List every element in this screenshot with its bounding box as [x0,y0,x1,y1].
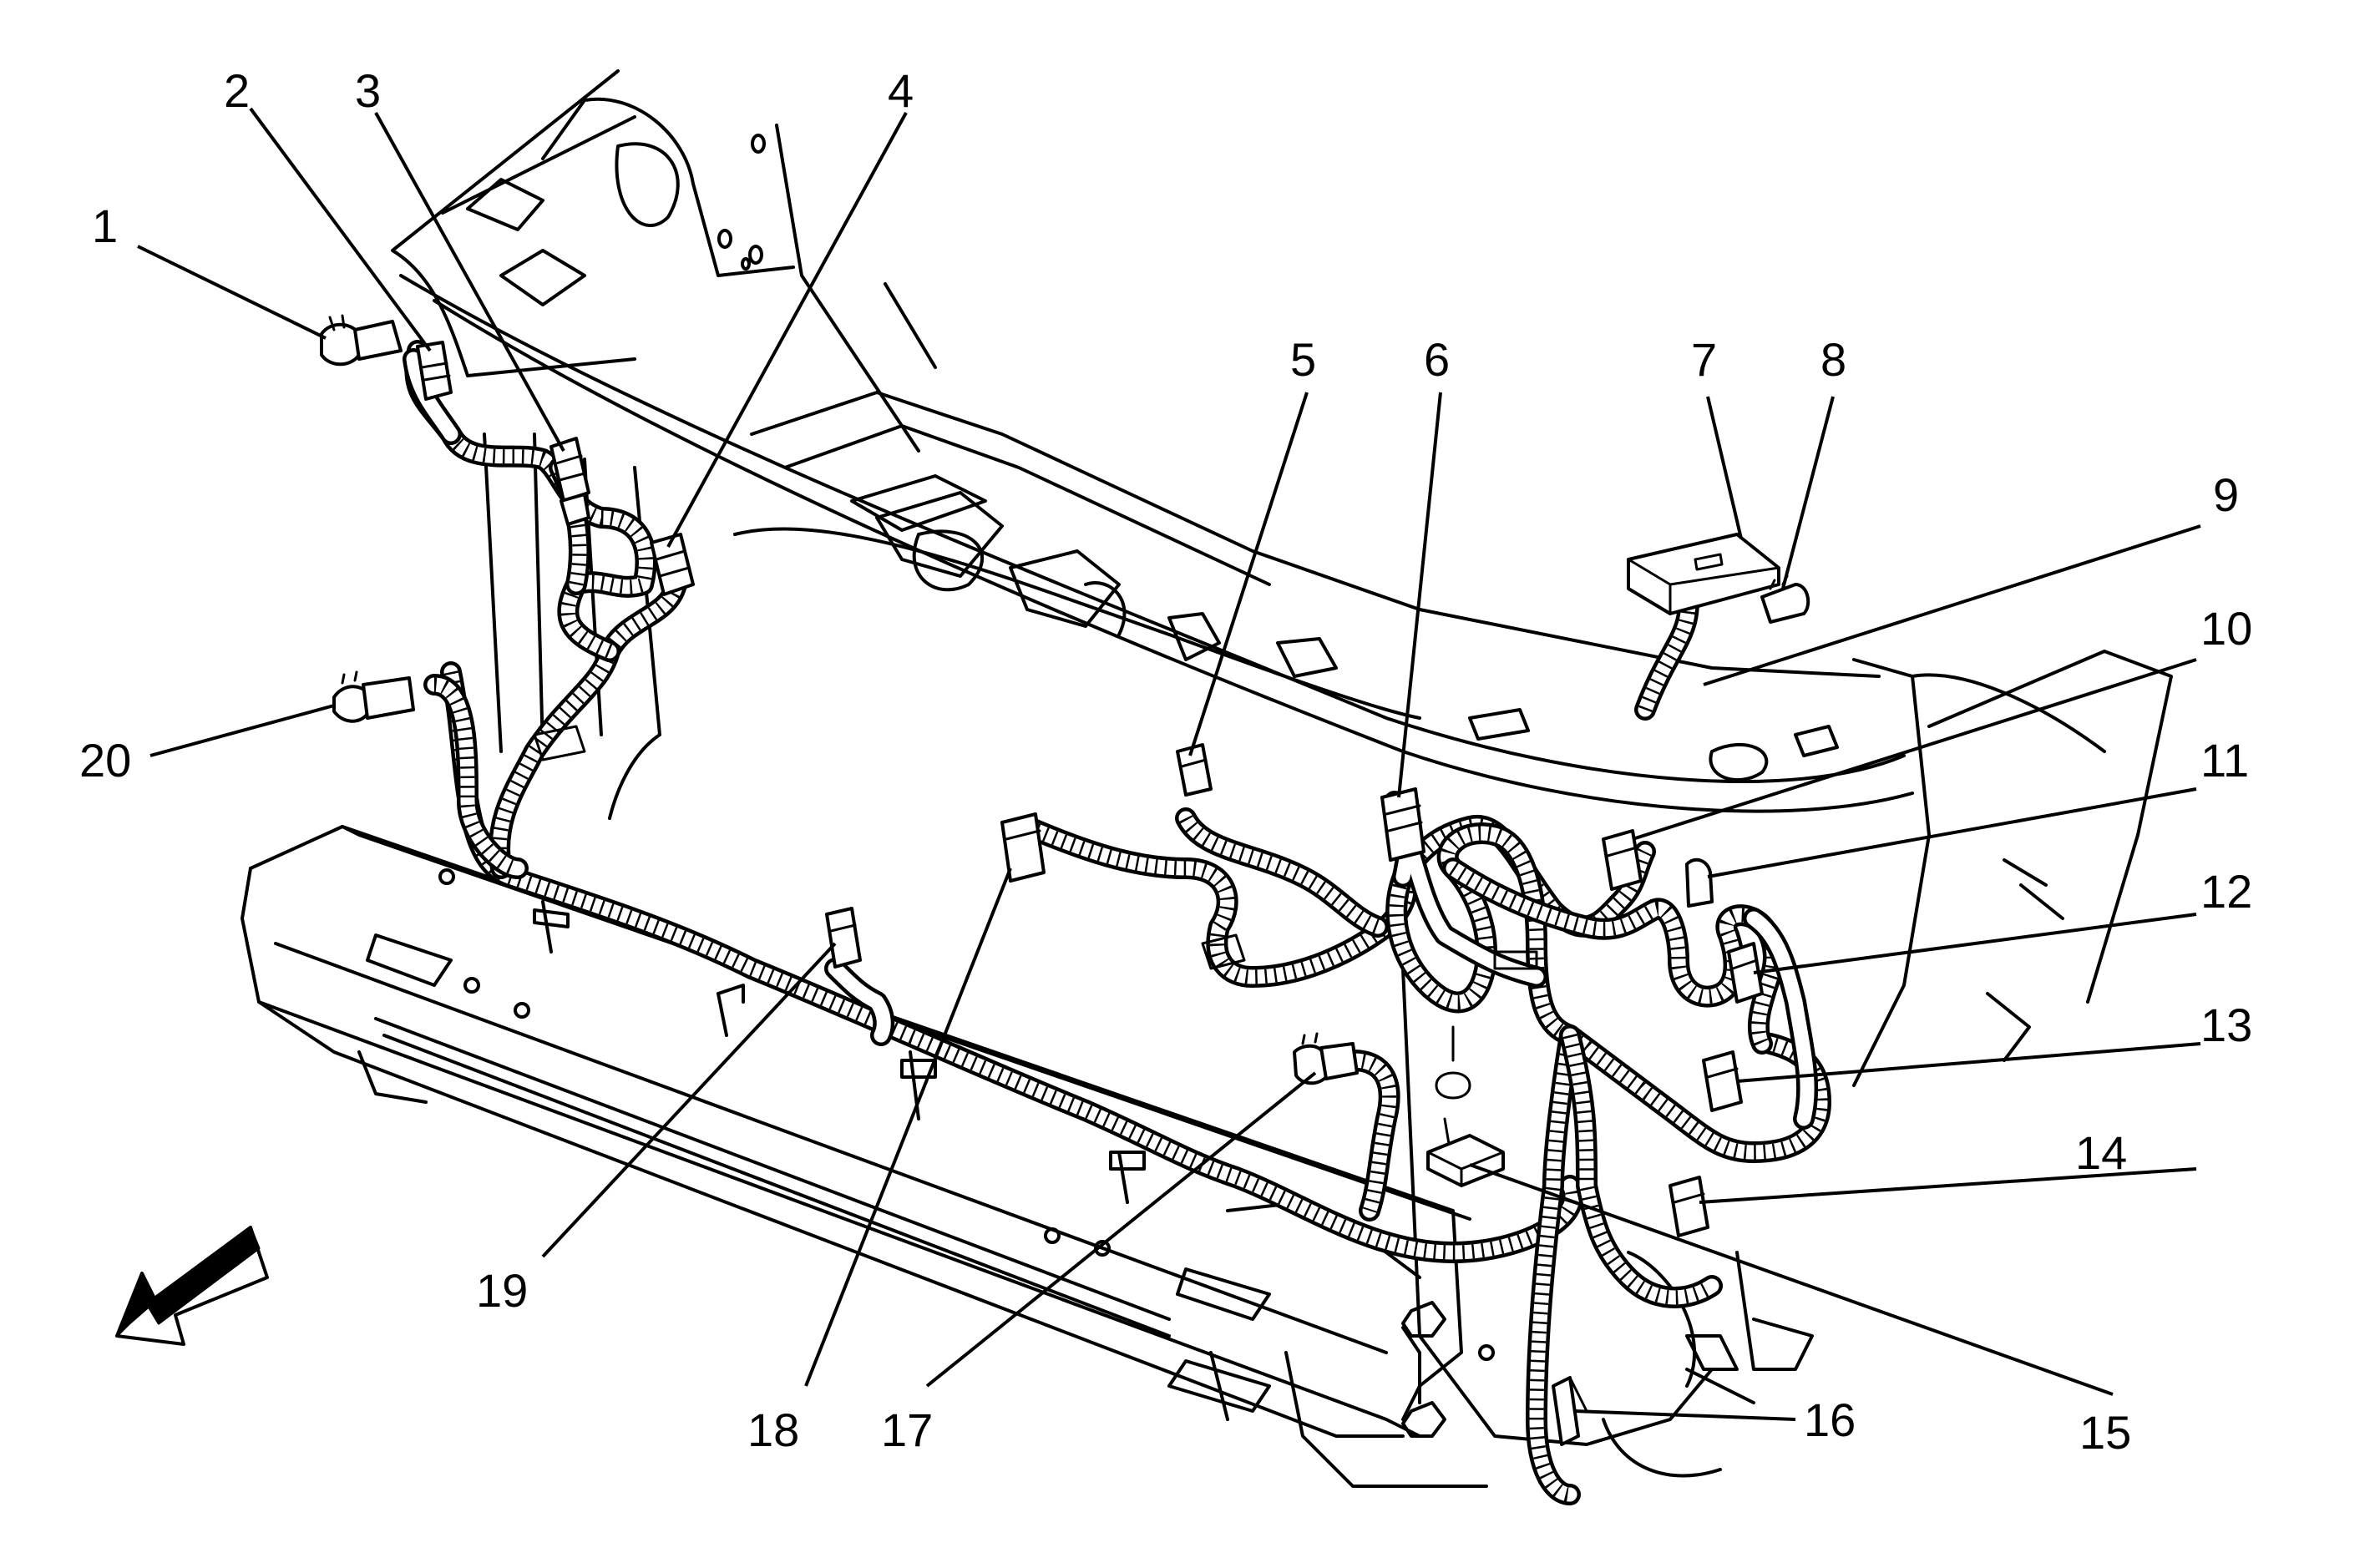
connector-11 [1685,857,1714,908]
callout-2: 2 [224,64,250,117]
connectors [320,314,1810,1446]
leader-line [1469,1163,2114,1396]
callout-4: 4 [888,64,914,117]
component-7 [1627,533,1780,615]
callout-16: 16 [1804,1394,1856,1446]
leader-line [374,112,565,452]
connector-16 [1552,1376,1588,1446]
callout-5: 5 [1290,333,1316,386]
callout-13: 13 [2200,999,2252,1051]
callout-18: 18 [747,1404,799,1456]
leader-line [666,112,908,548]
connector-20 [332,670,415,723]
connector-4 [650,533,695,596]
callout-3: 3 [355,64,381,117]
leader-lines [137,107,2201,1421]
callout-6: 6 [1424,333,1450,386]
leader-line [1632,658,2197,841]
connector-5 [1176,743,1213,797]
engine-wiring-harness [403,340,1831,1505]
connector-10 [1602,829,1643,891]
leader-line [1573,1409,1796,1421]
connector-6 [1380,787,1425,862]
leader-line [1736,1042,2201,1083]
callout-19: 19 [476,1264,528,1317]
callout-17: 17 [881,1404,933,1456]
leader-line [149,704,335,757]
callout-9: 9 [2213,468,2239,521]
callout-8: 8 [1820,333,1846,386]
leader-line [1781,396,1835,589]
leader-line [1188,392,1309,756]
leader-line [925,1071,1317,1388]
connector-19 [825,907,862,969]
callout-labels: 1 2 3 4 5 6 7 8 9 10 11 12 13 14 15 16 1… [79,64,2252,1459]
leader-line [1699,1167,2197,1204]
connector-18 [1000,812,1046,883]
component-15 [1426,1134,1505,1187]
front-direction-arrow-icon [115,1226,269,1346]
connector-14 [1669,1176,1709,1237]
leader-line [804,868,1012,1387]
connector-3 [549,437,590,526]
leader-line [1397,392,1442,798]
callout-7: 7 [1691,333,1717,386]
callout-11: 11 [2200,734,2249,787]
leader-line [1706,396,1743,539]
callout-1: 1 [92,200,118,252]
connector-12 [1727,942,1764,1004]
leader-line [1753,913,2197,974]
leader-line [137,245,327,340]
front-impact-bar [241,825,1495,1438]
callout-14: 14 [2075,1126,2127,1179]
callout-10: 10 [2200,602,2252,655]
connector-13 [1702,1050,1743,1112]
leader-line [541,942,837,1258]
connector-17 [1293,1032,1359,1085]
connector-1 [320,314,403,367]
leader-line [1707,787,2197,878]
connector-2 [416,341,453,401]
callout-15: 15 [2079,1406,2131,1459]
callout-12: 12 [2200,865,2252,918]
leader-line [1703,524,2201,686]
callout-20: 20 [79,734,131,787]
leader-line [249,107,432,352]
upper-body-structure [391,69,2173,1488]
